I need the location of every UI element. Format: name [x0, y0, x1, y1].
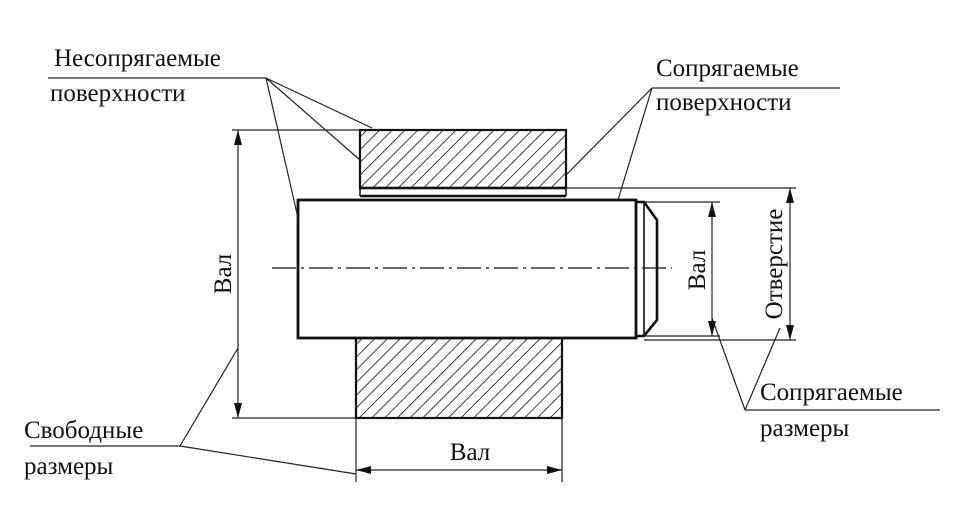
label-mating-dimensions-line2: размеры: [760, 415, 850, 442]
label-shaft-left: Вал: [210, 254, 237, 294]
hole-dimension: [566, 187, 796, 341]
label-mating-surfaces-line1: Сопрягаемые: [656, 55, 799, 82]
label-nonmating-line2: поверхности: [50, 80, 186, 107]
label-shaft-bottom: Вал: [450, 439, 490, 466]
label-free-dimensions-line1: Свободные: [24, 417, 143, 444]
label-mating-surfaces-line2: поверхности: [656, 89, 792, 116]
label-hole: Отверстие: [761, 209, 788, 320]
shaft: [272, 198, 672, 340]
label-mating-dimensions-line1: Сопрягаемые: [760, 379, 903, 406]
right-shaft-dimension: [644, 201, 720, 337]
bottom-shaft-dimension: [355, 418, 563, 482]
label-shaft-right: Вал: [684, 250, 711, 290]
leader-lines: [30, 77, 940, 475]
lower-hub: [354, 336, 564, 420]
label-nonmating-line1: Несопрягаемые: [54, 45, 221, 72]
left-shaft-dimension: [232, 129, 360, 419]
upper-hub: [358, 128, 568, 198]
label-free-dimensions-line2: размеры: [24, 453, 114, 480]
